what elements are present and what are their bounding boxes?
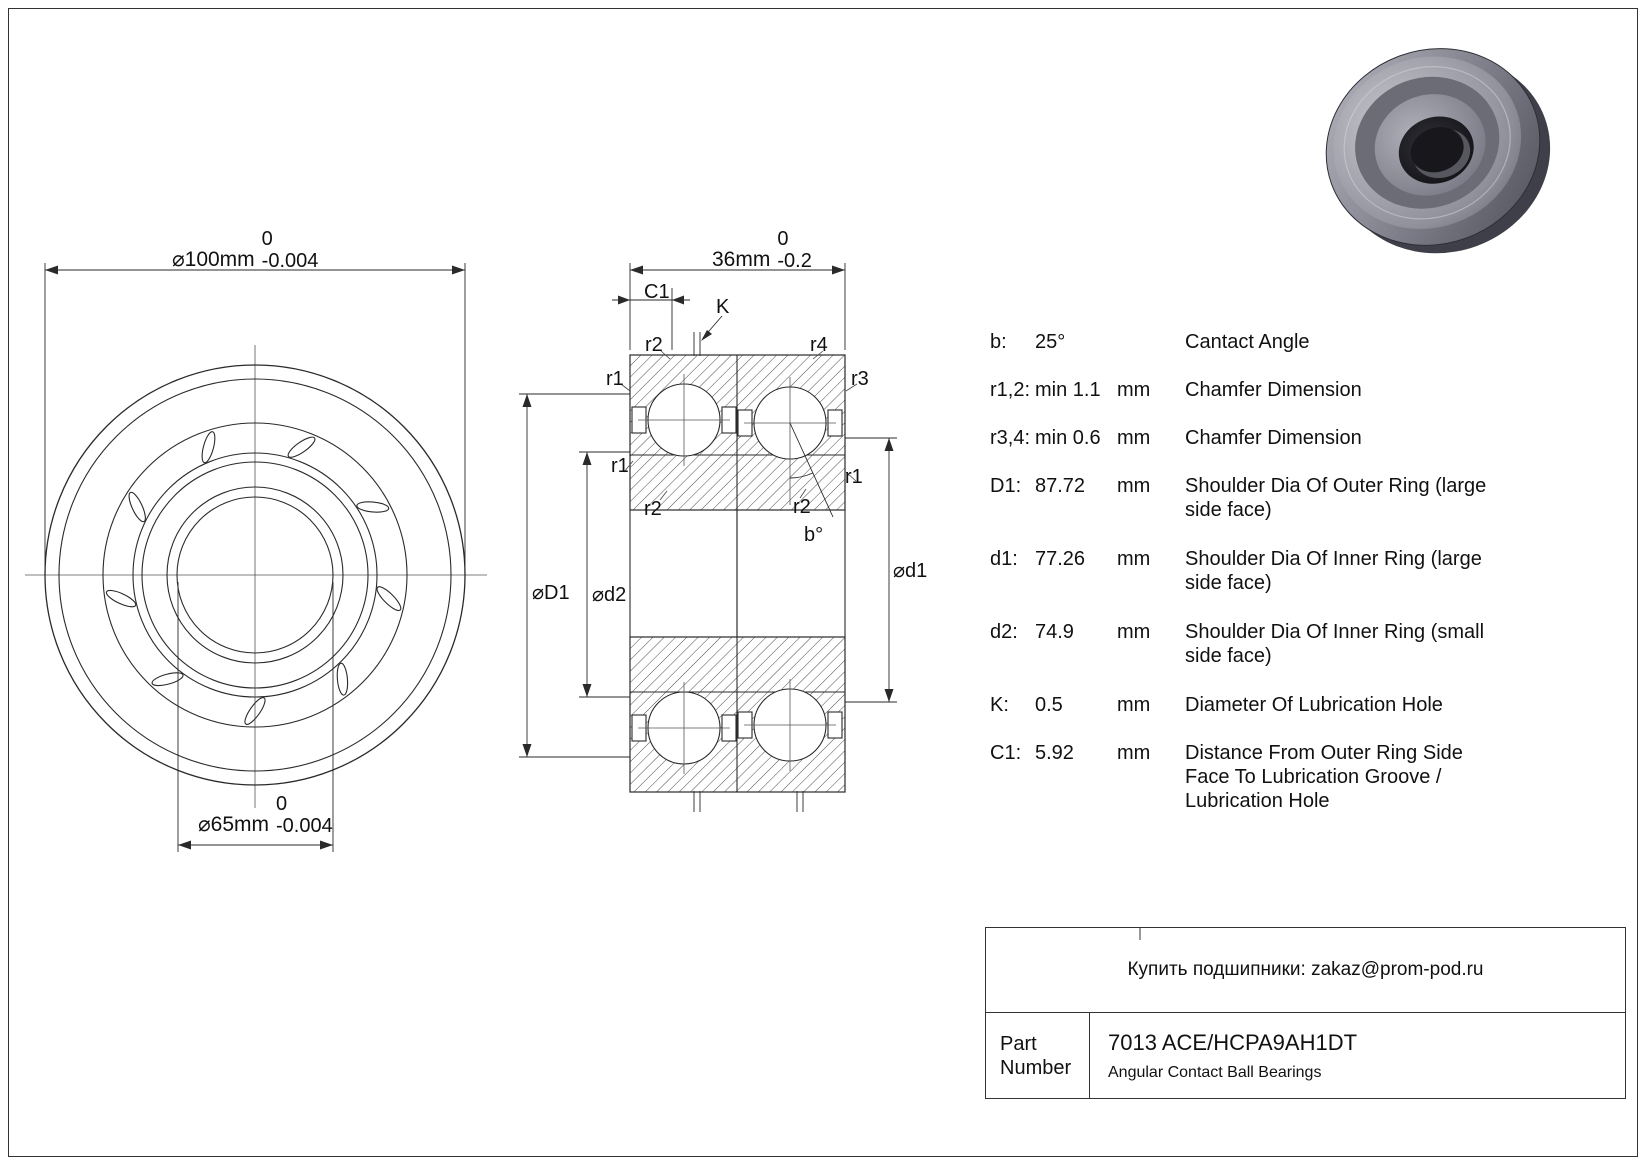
spec-label: d2: xyxy=(990,621,1018,643)
spec-description: Distance From Outer Ring Side Face To Lu… xyxy=(1185,742,1463,812)
spec-value: 74.9 xyxy=(1035,621,1074,643)
dim-outer-diameter: ⌀100mm 0 -0.004 xyxy=(172,228,319,272)
label-d2: ⌀d2 xyxy=(592,584,627,606)
spec-value: 0.5 xyxy=(1035,694,1063,716)
spec-label: b: xyxy=(990,331,1007,353)
spec-unit: mm xyxy=(1117,548,1151,570)
spec-label: D1: xyxy=(990,475,1022,497)
spec-label: d1: xyxy=(990,548,1018,570)
section-view-arrowheads xyxy=(522,265,894,757)
label-D1: ⌀D1 xyxy=(532,582,570,604)
spec-description: Cantact Angle xyxy=(1185,331,1310,353)
dimension-bore-lines xyxy=(177,582,334,852)
contact-info: Купить подшипники: zakaz@prom-pod.ru xyxy=(986,928,1625,1013)
spec-label: C1: xyxy=(990,742,1022,764)
spec-description: Shoulder Dia Of Inner Ring (small side f… xyxy=(1185,621,1485,667)
part-number-label-cell: Part Number xyxy=(986,1013,1090,1098)
spec-description: Shoulder Dia Of Outer Ring (large side f… xyxy=(1185,475,1487,521)
spec-unit: mm xyxy=(1117,694,1151,716)
dim-bore-diameter-tolerance: 0 -0.004 xyxy=(276,793,333,837)
dim-outer-diameter-tolerance: 0 -0.004 xyxy=(261,228,319,272)
dim-width: 36mm 0 -0.2 xyxy=(712,228,812,272)
spec-description: Chamfer Dimension xyxy=(1185,379,1362,401)
label-r1-lower-left: r1 xyxy=(611,455,629,477)
dim-width-value: 36mm xyxy=(712,248,771,272)
spec-value: min 1.1 xyxy=(1035,379,1101,401)
label-c1: C1 xyxy=(644,281,670,303)
label-r4-top-right: r4 xyxy=(810,334,828,356)
title-block-bottom-row: Part Number 7013 ACE/HCPA9AH1DT Angular … xyxy=(986,1013,1625,1098)
spec-value: 5.92 xyxy=(1035,742,1074,764)
part-number: 7013 ACE/HCPA9AH1DT xyxy=(1108,1029,1358,1055)
spec-unit: mm xyxy=(1117,427,1151,449)
dim-width-tolerance: 0 -0.2 xyxy=(777,228,812,272)
spec-value: 87.72 xyxy=(1035,475,1086,497)
label-r2-top-left: r2 xyxy=(645,334,663,356)
spec-unit: mm xyxy=(1117,379,1151,401)
spec-value: 25° xyxy=(1035,331,1066,353)
dimension-d1-lines xyxy=(845,437,897,703)
spec-unit: mm xyxy=(1117,742,1151,764)
part-number-cell: 7013 ACE/HCPA9AH1DT Angular Contact Ball… xyxy=(1090,1013,1625,1098)
spec-unit: mm xyxy=(1117,475,1151,497)
bearing-type: Angular Contact Ball Bearings xyxy=(1108,1063,1322,1081)
front-view-drawing xyxy=(25,263,487,852)
spec-value: min 0.6 xyxy=(1035,427,1101,449)
dimension-d2-lines xyxy=(579,451,630,698)
spec-description: Chamfer Dimension xyxy=(1185,427,1362,449)
spec-description: Shoulder Dia Of Inner Ring (large side f… xyxy=(1185,548,1482,594)
label-r1-upper-left: r1 xyxy=(606,368,624,390)
label-d1: ⌀d1 xyxy=(893,560,928,582)
contact-angle-lines xyxy=(789,422,834,518)
label-r1-lower-right: r1 xyxy=(845,466,863,488)
label-contact-angle: b° xyxy=(804,524,824,546)
bearing-3d-image xyxy=(1325,48,1551,254)
spec-label: K: xyxy=(990,694,1009,716)
ball-pockets xyxy=(105,431,402,725)
spec-description: Diameter Of Lubrication Hole xyxy=(1185,694,1443,716)
title-block: Купить подшипники: zakaz@prom-pod.ru Par… xyxy=(985,927,1626,1099)
dim-bore-diameter-value: ⌀65mm xyxy=(198,813,269,837)
dimension-D1-lines xyxy=(519,393,630,758)
dim-outer-diameter-value: ⌀100mm xyxy=(172,248,255,272)
front-view-arrowheads xyxy=(45,265,465,850)
spec-label: r3,4: xyxy=(990,427,1031,449)
dimension-outer-diameter-lines xyxy=(44,263,466,566)
dimension-width-lines xyxy=(629,263,846,350)
label-r2-lower-right: r2 xyxy=(793,496,811,518)
label-r3-upper-right: r3 xyxy=(851,368,869,390)
spec-unit: mm xyxy=(1117,621,1151,643)
spec-value: 77.26 xyxy=(1035,548,1086,570)
section-view-drawing xyxy=(519,263,897,812)
spec-label: r1,2: xyxy=(990,379,1031,401)
label-r2-lower-left: r2 xyxy=(644,498,662,520)
dim-bore-diameter: ⌀65mm 0 -0.004 xyxy=(198,793,333,837)
label-k: K xyxy=(716,296,730,318)
